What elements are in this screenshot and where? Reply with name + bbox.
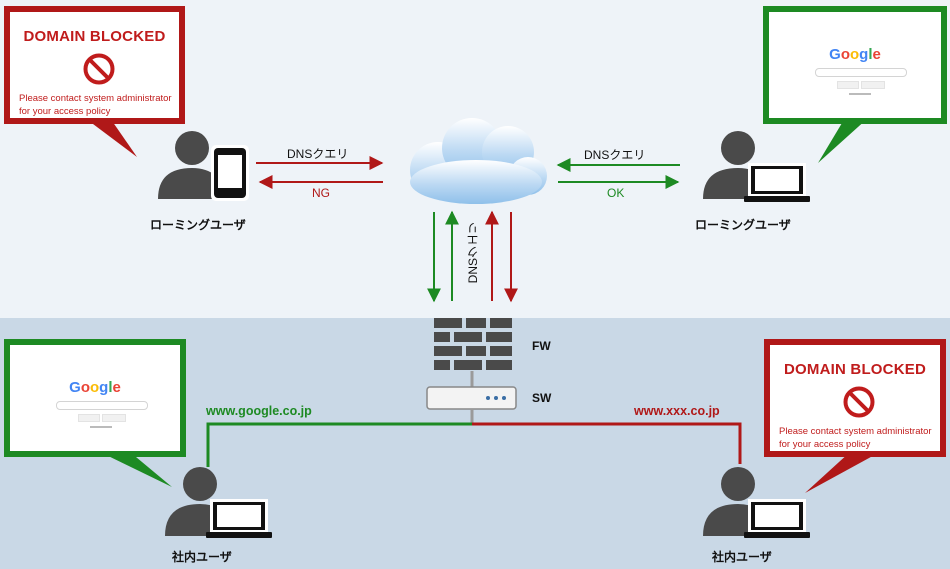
blocked-url-label: www.xxx.co.jp (634, 404, 720, 418)
right-ok-label: OK (607, 186, 625, 200)
google-logo: Google (769, 46, 941, 63)
bubble-tail-top-left (85, 118, 137, 157)
bubble-tail-bottom-left (100, 452, 172, 487)
blocked-message-line2: for your access policy (779, 439, 871, 450)
google-bubble-top-right: Google (763, 6, 947, 124)
search-box (56, 401, 148, 410)
blocked-bubble-top-left: DOMAIN BLOCKED Please contact system adm… (4, 6, 185, 124)
google-logo-letter: e (112, 379, 121, 396)
prohibited-icon (83, 53, 115, 85)
roaming-user-label-right: ローミングユーザ (695, 218, 791, 232)
google-logo: Google (10, 379, 180, 396)
lucky-button (861, 81, 885, 89)
google-logo-letter: l (108, 379, 113, 396)
google-logo-letter: o (80, 379, 90, 396)
fw-label: FW (532, 339, 551, 353)
sw-label: SW (532, 391, 552, 405)
google-bubble-bottom-left: Google (4, 339, 186, 457)
google-logo-letter: l (868, 46, 873, 63)
blocked-bubble-bottom-right: DOMAIN BLOCKED Please contact system adm… (764, 339, 946, 457)
roaming-user-laptop-icon (703, 131, 810, 202)
search-button (78, 414, 100, 422)
google-logo-letter: o (849, 46, 860, 63)
internal-user-label-left: 社内ユーザ (172, 550, 232, 564)
google-logo-letter: G (69, 379, 81, 396)
lucky-button (102, 414, 126, 422)
google-logo-letter: g (99, 379, 109, 396)
roaming-user-phone-icon (158, 131, 249, 201)
roaming-user-label-left: ローミングユーザ (150, 218, 246, 232)
lan-line-green (206, 422, 472, 467)
google-url-label: www.google.co.jp (206, 404, 312, 418)
blocked-message-line1: Please contact system administrator (779, 426, 932, 437)
language-links (849, 93, 871, 95)
switch-icon (426, 386, 517, 410)
left-ng-label: NG (312, 186, 330, 200)
vertical-query-label: DNSクエリ (466, 222, 480, 284)
google-logo-letter: o (89, 379, 100, 396)
language-links (90, 426, 112, 428)
left-query-label: DNSクエリ (287, 147, 349, 161)
search-box (815, 68, 907, 77)
prohibited-icon (843, 386, 875, 418)
bubble-tail-top-right (818, 118, 868, 163)
google-logo-letter: e (872, 46, 881, 63)
google-logo-letter: G (829, 46, 841, 63)
blocked-message-line1: Please contact system administrator (19, 93, 172, 104)
cloud-icon (410, 118, 547, 204)
lan-line-red (472, 422, 742, 464)
blocked-title: DOMAIN BLOCKED (23, 28, 166, 45)
google-logo-letter: g (859, 46, 869, 63)
internal-user-laptop-icon-right (703, 467, 810, 538)
blocked-message-line2: for your access policy (19, 106, 111, 117)
bubble-tail-bottom-right (805, 452, 880, 493)
internal-user-laptop-icon-left (165, 467, 272, 538)
search-button (837, 81, 859, 89)
firewall-icon (434, 318, 512, 370)
internal-user-label-right: 社内ユーザ (712, 550, 772, 564)
right-query-label: DNSクエリ (584, 148, 646, 162)
google-logo-letter: o (840, 46, 850, 63)
blocked-title: DOMAIN BLOCKED (784, 361, 926, 378)
